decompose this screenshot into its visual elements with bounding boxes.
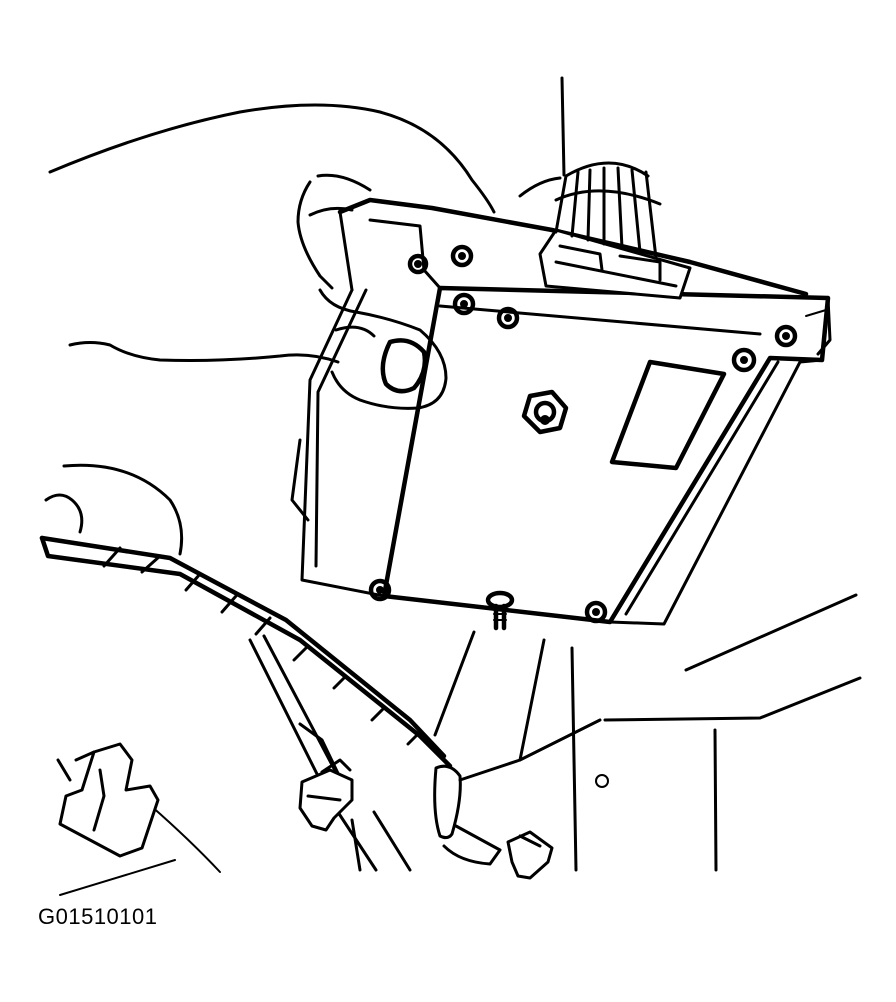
bottom-stud — [485, 590, 515, 631]
center-nut — [521, 389, 569, 435]
control-module — [290, 197, 832, 631]
wire-harness — [39, 463, 502, 872]
retaining-clip — [56, 742, 160, 858]
harness-clip — [506, 830, 554, 880]
mounting-nuts — [368, 244, 798, 624]
push-pin-retainer — [298, 758, 354, 832]
figure-code: G01510101 — [38, 904, 158, 929]
dashboard-structure — [59, 76, 862, 896]
harness-connector — [518, 161, 692, 300]
